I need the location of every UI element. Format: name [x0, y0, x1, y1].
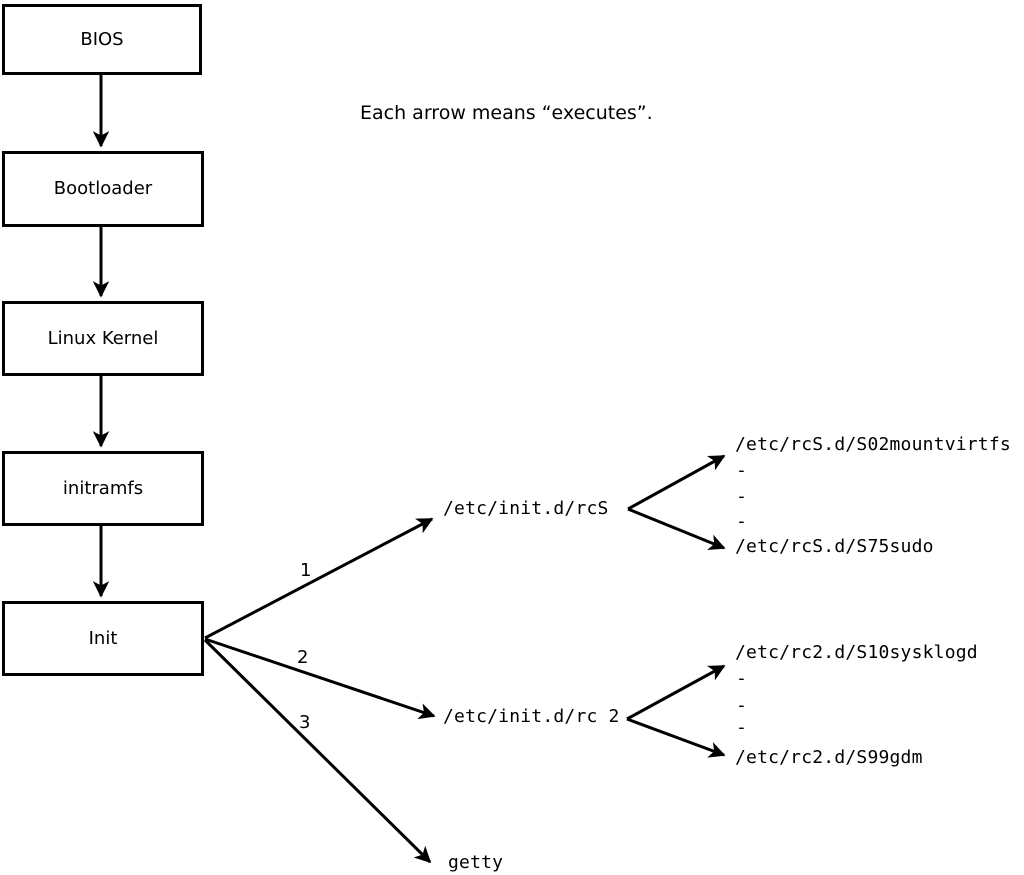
legend-caption: Each arrow means “executes”.	[360, 102, 653, 124]
arrow-init-to-getty	[203, 638, 432, 864]
branch-2-target-path: /etc/init.d/rc 2	[443, 706, 620, 727]
rc2-script-s10sysklogd: /etc/rc2.d/S10sysklogd	[735, 642, 978, 663]
box-bootloader: Bootloader	[2, 151, 204, 227]
branch-1-target-path: /etc/init.d/rcS	[443, 498, 609, 519]
arrow-init-to-rc2	[204, 637, 436, 720]
rc2-ellipsis-dash-1: -	[736, 668, 748, 689]
arrow-init-to-rcS	[204, 517, 434, 640]
branch-1-number: 1	[300, 560, 312, 581]
branch-3-number: 3	[299, 712, 311, 733]
branch-3-target-getty: getty	[448, 852, 504, 873]
box-bios: BIOS	[2, 4, 202, 75]
box-init: Init	[2, 601, 204, 676]
rcS-ellipsis-dash-3: -	[736, 511, 748, 532]
rcS-ellipsis-dash-1: -	[736, 460, 748, 481]
rc2-ellipsis-dash-3: -	[736, 717, 748, 738]
arrow-rcS-to-s02mountvirtfs	[627, 454, 726, 511]
rc2-ellipsis-dash-2: -	[736, 695, 748, 716]
box-linux-kernel: Linux Kernel	[2, 301, 204, 376]
rcS-script-s02mountvirtfs: /etc/rcS.d/S02mountvirtfs	[735, 434, 1011, 455]
box-bios-label: BIOS	[80, 28, 124, 50]
branch-2-number: 2	[297, 647, 309, 668]
box-bootloader-label: Bootloader	[53, 178, 153, 199]
box-initramfs: initramfs	[2, 451, 204, 526]
rcS-script-s75sudo: /etc/rcS.d/S75sudo	[735, 536, 934, 557]
rc2-script-s99gdm: /etc/rc2.d/S99gdm	[735, 747, 923, 768]
box-init-label: Init	[88, 627, 118, 649]
arrow-rc2-to-s99gdm	[626, 717, 726, 758]
arrow-rc2-to-s10sysklogd	[626, 664, 726, 721]
arrow-rcS-to-s75sudo	[627, 507, 726, 551]
box-initramfs-label: initramfs	[62, 477, 144, 499]
rcS-ellipsis-dash-2: -	[736, 486, 748, 507]
box-linux-kernel-label: Linux Kernel	[47, 327, 159, 349]
